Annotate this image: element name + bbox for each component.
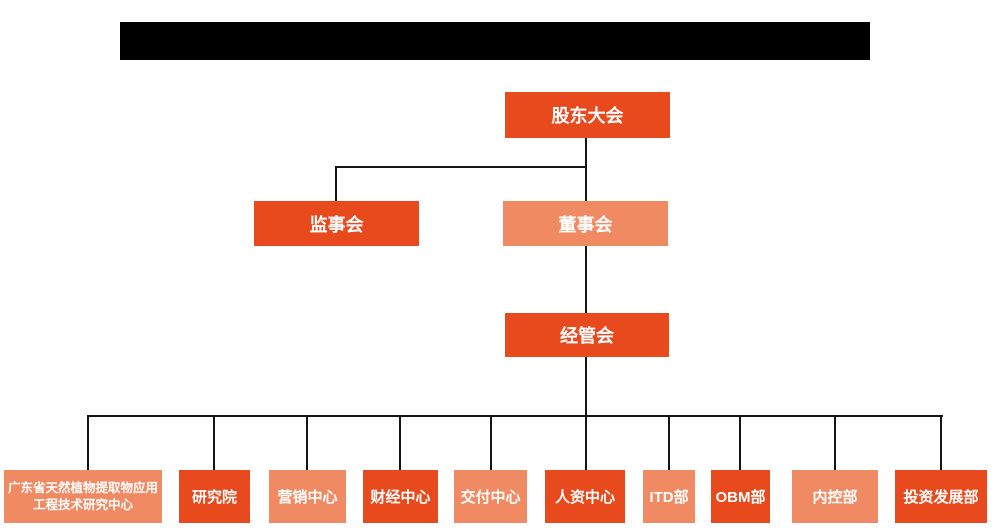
connector-drop-dept-0 xyxy=(87,415,89,470)
connector-drop-dept-9 xyxy=(940,415,942,470)
org-node-label: 营销中心 xyxy=(277,489,338,506)
connector-drop-dept-4 xyxy=(490,415,492,470)
org-node-research-institute: 研究院 xyxy=(179,470,250,523)
org-node-label: 投资发展部 xyxy=(903,489,979,506)
connector-board-to-management xyxy=(585,246,587,313)
org-node-label: 内控部 xyxy=(812,489,858,506)
title-bar-redacted xyxy=(120,22,870,60)
connector-drop-dept-3 xyxy=(399,415,401,470)
org-node-label: 广东省天然植物提取物应用工程技术研究中心 xyxy=(7,481,158,512)
connector-drop-dept-5 xyxy=(585,415,587,470)
org-node-board-of-directors: 董事会 xyxy=(503,201,668,246)
org-node-gd-plant-extract-research-center: 广东省天然植物提取物应用工程技术研究中心 xyxy=(4,470,162,523)
org-node-label: 股东大会 xyxy=(551,106,624,126)
org-node-label: 人资中心 xyxy=(554,489,615,506)
org-node-shareholders-meeting: 股东大会 xyxy=(505,92,670,138)
org-node-label: ITD部 xyxy=(649,489,689,506)
connector-branch-top xyxy=(335,166,587,168)
org-node-label: OBM部 xyxy=(715,489,766,506)
connector-drop-dept-8 xyxy=(834,415,836,470)
org-node-label: 交付中心 xyxy=(460,489,521,506)
connector-drop-dept-6 xyxy=(668,415,670,470)
org-node-label: 监事会 xyxy=(309,214,364,235)
org-node-finance-center: 财经中心 xyxy=(363,470,438,523)
connector-department-rail xyxy=(87,415,943,417)
org-node-delivery-center: 交付中心 xyxy=(454,470,527,523)
org-node-label: 经管会 xyxy=(560,326,614,346)
org-node-supervisory-board: 监事会 xyxy=(254,201,419,246)
org-node-obm-department: OBM部 xyxy=(711,470,770,523)
connector-drop-dept-1 xyxy=(213,415,215,470)
org-node-itd-department: ITD部 xyxy=(643,470,695,523)
connector-root-stem xyxy=(585,138,587,201)
connector-drop-supervisory xyxy=(335,166,337,201)
connector-drop-dept-2 xyxy=(306,415,308,470)
org-node-label: 董事会 xyxy=(558,214,613,235)
connector-drop-dept-7 xyxy=(739,415,741,470)
org-node-internal-control-department: 内控部 xyxy=(792,470,878,523)
org-node-investment-development-department: 投资发展部 xyxy=(895,470,987,523)
org-node-label: 财经中心 xyxy=(370,489,431,506)
connector-management-to-rail xyxy=(585,357,587,417)
org-node-hr-center: 人资中心 xyxy=(545,470,625,523)
org-node-label: 研究院 xyxy=(191,489,237,506)
org-node-management-committee: 经管会 xyxy=(505,313,669,357)
org-node-marketing-center: 营销中心 xyxy=(269,470,346,523)
